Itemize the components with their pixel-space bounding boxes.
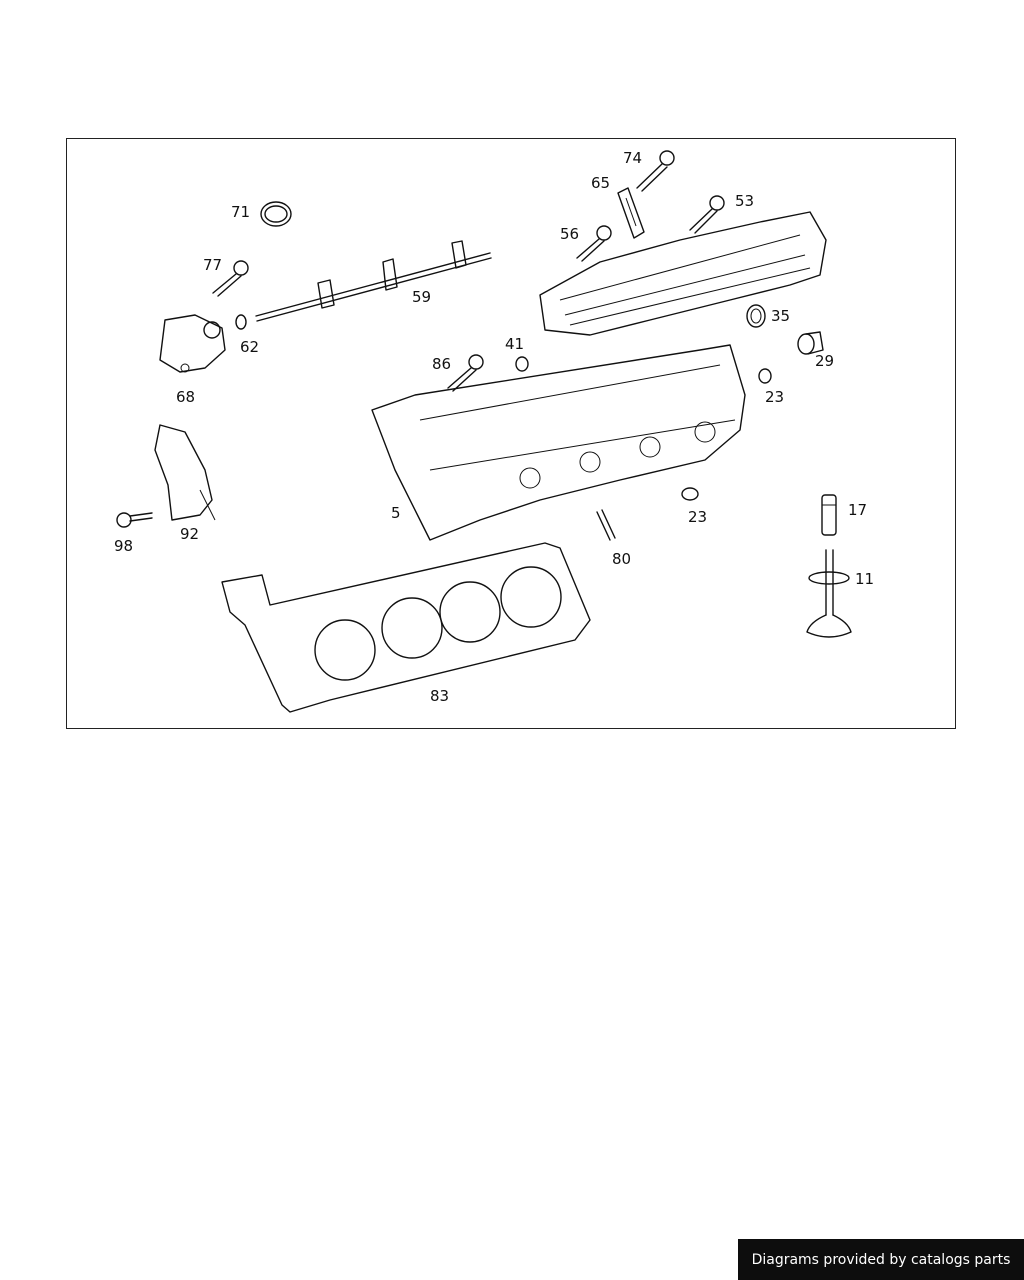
callout-62: 62: [240, 338, 259, 356]
part-camshaft-housing: [539, 211, 827, 336]
callout-68: 68: [176, 388, 195, 406]
callout-71: 71: [231, 203, 250, 221]
part-65-bracket: [617, 187, 645, 239]
part-98-bolt: [116, 512, 153, 528]
part-92-heat-shield: [154, 424, 216, 521]
part-23-sleeve-lower: [681, 487, 699, 501]
part-11-valve: [806, 549, 852, 638]
credit-text: Diagrams provided by catalogs parts: [751, 1251, 1011, 1268]
diagram-frame: [66, 138, 956, 729]
part-68-actuator: [159, 314, 226, 373]
part-29-plug: [797, 331, 824, 355]
callout-80: 80: [612, 550, 631, 568]
callout-41: 41: [505, 335, 524, 353]
part-59-shaft: [255, 240, 492, 322]
part-5-cylinder-head: [371, 344, 746, 541]
part-41-dowel: [515, 356, 529, 372]
callout-74: 74: [623, 149, 642, 167]
callout-98: 98: [114, 537, 133, 555]
part-56-bolt: [576, 225, 612, 262]
callout-65: 65: [591, 174, 610, 192]
callout-83: 83: [430, 687, 449, 705]
callout-17: 17: [848, 501, 867, 519]
part-35-ring: [746, 304, 766, 328]
part-17-lifter: [821, 494, 837, 536]
callout-5: 5: [391, 504, 401, 522]
part-62-o-ring: [235, 314, 247, 330]
callout-59: 59: [412, 288, 431, 306]
part-77-bolt: [212, 260, 249, 297]
callout-11: 11: [855, 570, 874, 588]
callout-35: 35: [771, 307, 790, 325]
part-71-seal-ring: [260, 201, 292, 227]
callout-92: 92: [180, 525, 199, 543]
part-53-bolt: [689, 195, 725, 234]
credit-banner: Diagrams provided by catalogs parts: [738, 1239, 1024, 1280]
part-80-stud: [596, 509, 616, 541]
callout-29: 29: [815, 352, 834, 370]
callout-53: 53: [735, 192, 754, 210]
part-74-bolt: [636, 150, 675, 192]
callout-23-lower: 23: [688, 508, 707, 526]
callout-86: 86: [432, 355, 451, 373]
callout-56: 56: [560, 225, 579, 243]
callout-23-top: 23: [765, 388, 784, 406]
part-83-head-gasket: [221, 542, 591, 713]
part-23-sleeve-top: [758, 368, 772, 384]
part-86-bolt: [447, 354, 484, 392]
callout-77: 77: [203, 256, 222, 274]
